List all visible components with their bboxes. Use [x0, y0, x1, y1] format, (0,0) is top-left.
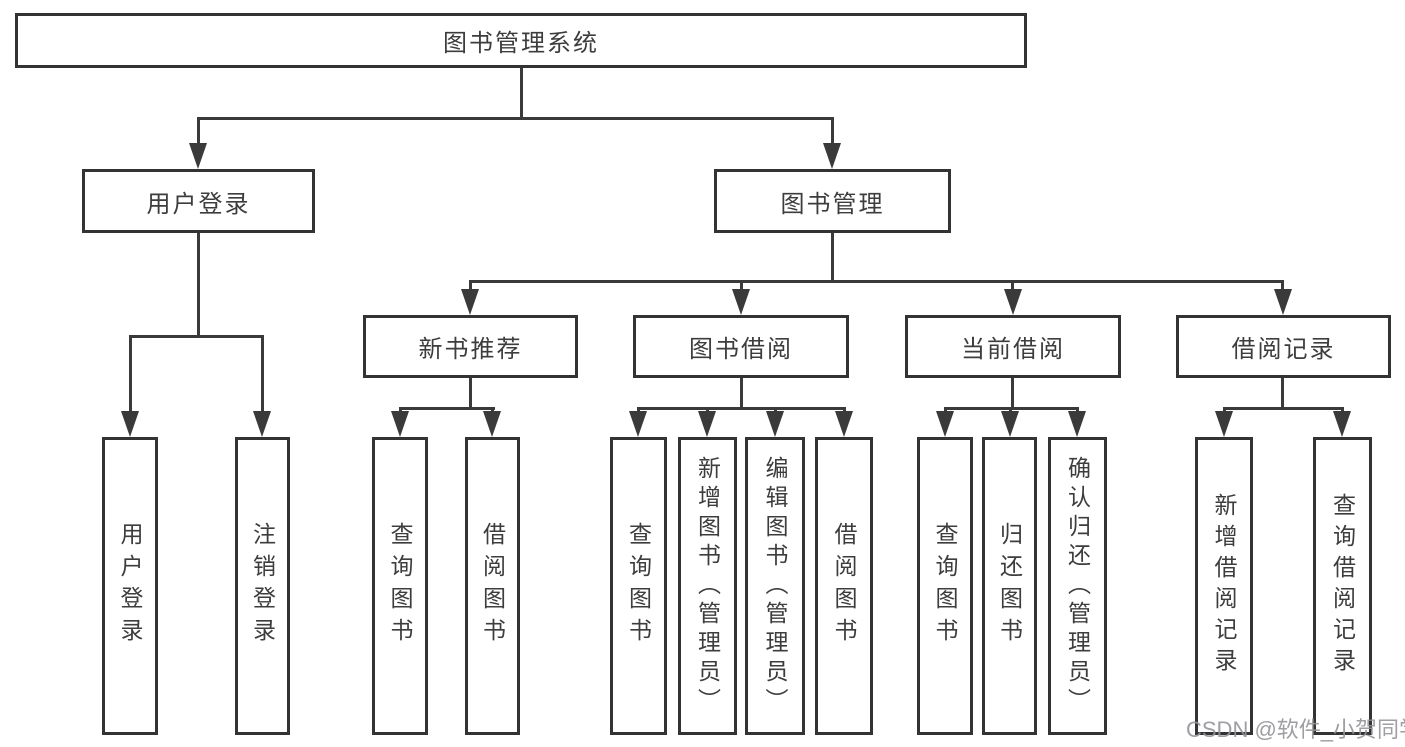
arrowhead-add-books [698, 411, 716, 437]
connector-book-borrowing-branch [637, 407, 846, 410]
leaf-borrow-books-1: 借阅图书 [465, 437, 520, 735]
leaf-user-login: 用户登录 [102, 437, 158, 735]
connector-user-login-branch [129, 335, 264, 338]
node-new-book-recommend: 新书推荐 [363, 315, 578, 378]
arrowhead-borrowing-records [1274, 289, 1292, 315]
arrowhead-return-books [1001, 411, 1019, 437]
leaf-borrow-books-2: 借阅图书 [815, 437, 873, 735]
connector-new-book-recommend-branch [399, 407, 495, 410]
connector-root-stem [520, 68, 523, 117]
arrowhead-confirm-return [1068, 411, 1086, 437]
arrowhead-borrow-books-2 [835, 411, 853, 437]
connector-arrow-book-management [831, 117, 834, 150]
arrowhead-search-books-3 [936, 411, 954, 437]
leaf-add-borrow-record: 新增借阅记录 [1195, 437, 1253, 735]
arrowhead-search-borrow-record [1333, 411, 1351, 437]
leaf-search-borrow-record: 查询借阅记录 [1313, 437, 1372, 735]
arrowhead-new-book-recommend [461, 289, 479, 315]
connector-new-book-recommend-stem [469, 378, 472, 407]
leaf-confirm-return-admin: 确认归还（管理员） [1048, 437, 1107, 735]
node-book-borrowing: 图书借阅 [633, 315, 849, 378]
connector-borrowing-records-stem [1281, 378, 1284, 407]
connector-book-management-branch [469, 280, 1284, 283]
connector-book-management-stem [831, 233, 834, 280]
leaf-search-books-2: 查询图书 [610, 437, 667, 735]
connector-arrow-leaf-logout [261, 335, 264, 417]
arrowhead-current-borrowing [1004, 289, 1022, 315]
connector-borrowing-records-branch [1223, 407, 1344, 410]
node-current-borrowing: 当前借阅 [905, 315, 1121, 378]
node-book-management: 图书管理 [714, 169, 951, 233]
leaf-search-books-1: 查询图书 [372, 437, 428, 735]
node-borrowing-records: 借阅记录 [1176, 315, 1391, 378]
node-user-login: 用户登录 [82, 169, 315, 233]
arrowhead-borrow-books-1 [483, 411, 501, 437]
arrowhead-search-books-2 [629, 411, 647, 437]
leaf-return-books: 归还图书 [982, 437, 1037, 735]
arrowhead-book-management [823, 143, 841, 169]
arrowhead-edit-books [766, 411, 784, 437]
leaf-search-books-3: 查询图书 [917, 437, 973, 735]
arrowhead-user-login [189, 143, 207, 169]
leaf-add-books-admin: 新增图书（管理员） [678, 437, 737, 735]
arrowhead-add-borrow-record [1215, 411, 1233, 437]
connector-arrow-leaf-user-login [129, 335, 132, 417]
connector-user-login-stem [197, 233, 200, 335]
connector-current-borrowing-stem [1011, 378, 1014, 407]
leaf-edit-books-admin: 编辑图书（管理员） [745, 437, 805, 735]
watermark: CSDN @软件_小贺同学 [1186, 717, 1405, 742]
leaf-logout: 注销登录 [235, 437, 290, 735]
connector-book-borrowing-stem [740, 378, 743, 407]
node-library-management-system: 图书管理系统 [15, 13, 1027, 68]
arrowhead-search-books-1 [391, 411, 409, 437]
arrowhead-leaf-logout [253, 411, 271, 437]
arrowhead-leaf-user-login [121, 411, 139, 437]
connector-root-branch [197, 117, 834, 120]
connector-arrow-user-login [197, 117, 200, 150]
arrowhead-book-borrowing [732, 289, 750, 315]
